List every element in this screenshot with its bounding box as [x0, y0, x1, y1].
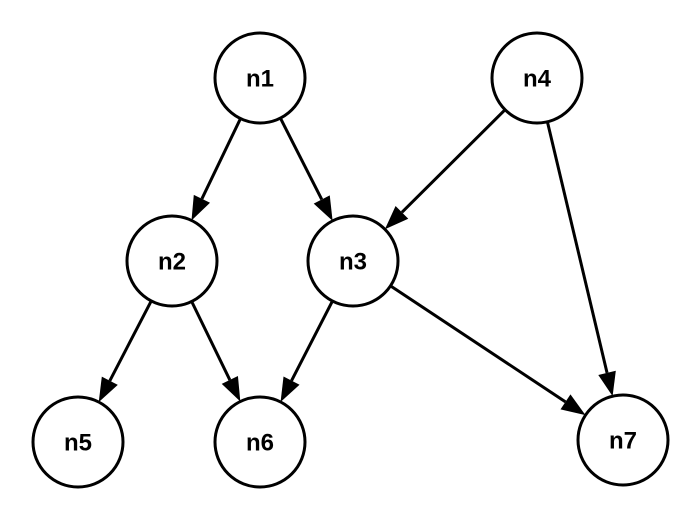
edge-n1-n3: [279, 117, 333, 221]
edge-line: [108, 300, 153, 382]
edge-line: [400, 108, 507, 214]
arrowhead-icon: [560, 394, 586, 416]
node-n4[interactable]: n4: [490, 31, 584, 125]
nodes-layer: n1 n2 n3 n4 n5 n6 n7: [31, 31, 670, 489]
edge-line: [389, 284, 567, 404]
arrowhead-icon: [221, 376, 241, 402]
node-circle[interactable]: [576, 393, 670, 487]
edge-line: [279, 117, 324, 201]
node-circle[interactable]: [125, 214, 219, 308]
node-circle[interactable]: [213, 395, 307, 489]
node-n1[interactable]: n1: [213, 31, 307, 125]
node-circle[interactable]: [31, 395, 125, 489]
arrowhead-icon: [384, 205, 409, 230]
node-n3[interactable]: n3: [306, 214, 400, 308]
edge-line: [290, 300, 334, 382]
node-n6[interactable]: n6: [213, 395, 307, 489]
edge-n4-n7: [545, 121, 616, 397]
arrowhead-icon: [598, 370, 616, 397]
node-n7[interactable]: n7: [576, 393, 670, 487]
edge-n4-n3: [384, 108, 507, 230]
node-n2[interactable]: n2: [125, 214, 219, 308]
edge-line: [200, 117, 242, 200]
arrowhead-icon: [191, 194, 211, 221]
arrowhead-icon: [280, 376, 300, 402]
node-n5[interactable]: n5: [31, 395, 125, 489]
edge-n3-n7: [389, 284, 586, 416]
node-circle[interactable]: [306, 214, 400, 308]
edge-n3-n6: [280, 300, 334, 402]
edges-layer: [98, 108, 616, 416]
edge-n2-n5: [98, 300, 153, 403]
arrowhead-icon: [98, 376, 118, 403]
node-circle[interactable]: [213, 31, 307, 125]
edge-n1-n2: [191, 117, 242, 221]
arrowhead-icon: [313, 195, 333, 221]
edge-n2-n6: [190, 300, 241, 402]
edge-line: [545, 121, 609, 374]
edge-line: [190, 300, 232, 381]
node-circle[interactable]: [490, 31, 584, 125]
